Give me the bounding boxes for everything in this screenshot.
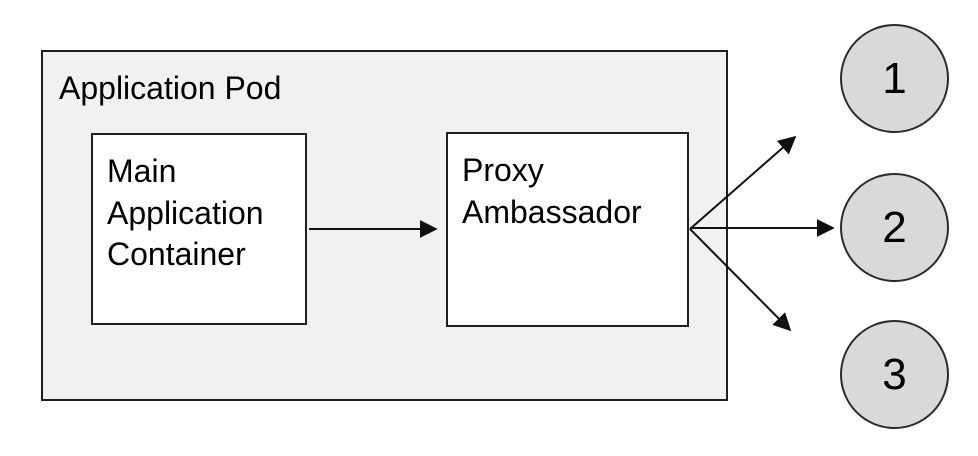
node-proxy-ambassador-label: Proxy Ambassador	[462, 152, 642, 230]
service-circle-1: 1	[840, 24, 949, 133]
node-main-application-container: Main Application Container	[91, 133, 307, 325]
service-circle-1-label: 1	[882, 53, 907, 103]
node-main-application-container-label: Main Application Container	[107, 153, 264, 273]
application-pod-label: Application Pod	[59, 70, 282, 106]
service-circle-2-label: 2	[882, 202, 907, 252]
service-circle-3: 3	[840, 320, 949, 429]
service-circle-2: 2	[840, 173, 949, 282]
node-proxy-ambassador: Proxy Ambassador	[446, 132, 689, 327]
service-circle-3-label: 3	[882, 349, 907, 399]
